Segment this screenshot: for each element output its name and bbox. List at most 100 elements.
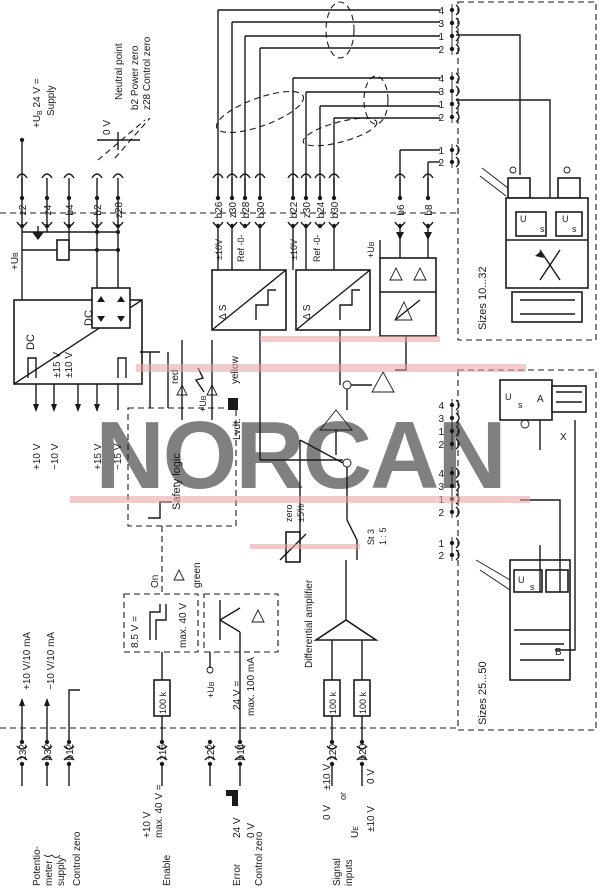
- pin-b30-top: b30: [254, 173, 267, 229]
- pin-z4-top: z4: [41, 173, 54, 229]
- connector-pin: 1: [438, 98, 460, 111]
- connector-pin: 1: [438, 30, 460, 43]
- svg-text:s: s: [572, 224, 577, 234]
- label-sizes-bottom: Sizes 25...50: [477, 661, 489, 725]
- connector-top-c: 12: [438, 144, 460, 169]
- connector-pin: 4: [438, 4, 460, 17]
- pin-label: b30: [256, 201, 267, 218]
- svg-text:+10 V: +10 V: [142, 811, 153, 838]
- svg-text:24 V =: 24 V =: [232, 681, 243, 710]
- svg-text:+UB: +UB: [198, 395, 208, 412]
- connector-number: 4: [438, 6, 444, 17]
- watermark-accent-low: [250, 544, 360, 549]
- svg-text:Ref -0-: Ref -0-: [236, 234, 246, 262]
- svg-text:Supply: Supply: [46, 85, 57, 116]
- svg-text:±10V: ±10V: [289, 239, 299, 260]
- pin-label: z30: [228, 202, 239, 219]
- watermark-text: NORCAN: [95, 402, 504, 509]
- pin-label: b28: [241, 201, 252, 218]
- svg-text:Potentio-: Potentio-: [32, 846, 43, 886]
- svg-text:UE: UE: [350, 826, 361, 838]
- connector-number: 2: [438, 508, 444, 519]
- pot-supply: +10 V/10 mA −10 V/10 mA: [19, 632, 80, 742]
- svg-text:U: U: [562, 214, 569, 224]
- connector-number: 2: [438, 551, 444, 562]
- label-lvdt: Lvdt.: [232, 418, 243, 440]
- svg-text:24 V: 24 V: [232, 817, 243, 838]
- svg-text:Control zero: Control zero: [72, 831, 83, 886]
- pin-label: z2: [18, 204, 29, 215]
- pin-label: b26: [214, 201, 225, 218]
- svg-text:+UB 24 V =: +UB 24 V =: [32, 78, 44, 128]
- valve-u-label: U: [520, 214, 527, 224]
- pin-label: b6: [396, 204, 407, 216]
- resistor-enable: 100 k: [153, 679, 171, 717]
- connector-pin: 2: [438, 549, 460, 562]
- label-green: green: [192, 562, 203, 588]
- connector-number: 1: [438, 100, 444, 111]
- enable-comparator: 8.5 V = max. 40 V On green: [123, 526, 203, 742]
- connector-number: 3: [438, 414, 444, 425]
- svg-text:100 k: 100 k: [158, 691, 168, 714]
- pin-label: z16: [158, 744, 169, 761]
- label-red: red: [170, 370, 181, 384]
- pin-b30-top: b30: [328, 173, 341, 229]
- connector-pin: 1: [438, 425, 460, 438]
- svg-text:z28 Control zero: z28 Control zero: [142, 36, 153, 110]
- connector-number: 4: [438, 469, 444, 480]
- svg-text:+10 V: +10 V: [32, 443, 43, 470]
- pin-label: b20: [358, 743, 369, 760]
- valve-bottom: U s U s B A X: [475, 379, 587, 681]
- label-a: A: [537, 394, 544, 405]
- svg-text:U: U: [505, 392, 512, 402]
- delta-s-block-b: Δ S: [295, 269, 371, 331]
- svg-text:100 k: 100 k: [328, 691, 338, 714]
- connector-number: 2: [438, 440, 444, 451]
- top-wires: [19, 1, 551, 330]
- svg-text:−10 V/10 mA: −10 V/10 mA: [46, 632, 57, 690]
- label-sizes-top: Sizes 10...32: [477, 266, 489, 330]
- svg-text:St 3: St 3: [366, 529, 376, 545]
- pin-z22-bottom: z22: [204, 739, 217, 786]
- svg-text:or: or: [338, 792, 348, 800]
- pin-b2-top: b2: [91, 173, 104, 229]
- error-output: +UB 24 V = max. 100 mA: [203, 593, 279, 742]
- svg-text:8.5 V =: 8.5 V =: [130, 616, 141, 648]
- svg-text:Signal: Signal: [332, 858, 343, 886]
- connector-number: 2: [438, 45, 444, 56]
- pin-b8-top: b8: [422, 173, 435, 229]
- connector-number: 1: [438, 32, 444, 43]
- svg-text:Differential amplifier: Differential amplifier: [304, 579, 315, 668]
- pin-label: b4: [65, 204, 76, 216]
- pin-z28-top: z28: [112, 173, 125, 229]
- supply-labels: +UB 24 V = Supply 0 V Neutral point b2 P…: [32, 36, 153, 135]
- pin-b20-bottom: b20: [356, 739, 369, 786]
- pin-label: b8: [424, 204, 435, 216]
- svg-text:+UB: +UB: [206, 681, 216, 698]
- resistor-signal-b: 100 k: [353, 679, 371, 717]
- svg-text:max. 40 V: max. 40 V: [178, 603, 189, 648]
- pin-b28-top: b28: [239, 173, 252, 229]
- label-b: B: [555, 647, 562, 658]
- connector-number: 1: [438, 427, 444, 438]
- svg-text:U: U: [518, 575, 525, 585]
- svg-text:Error: Error: [232, 863, 243, 886]
- pin-label: b24: [316, 201, 327, 218]
- pin-z30-top: z30: [300, 173, 313, 229]
- pin-b14-bottom: b14: [234, 739, 247, 786]
- delta-s-block-a: Δ S: [211, 269, 287, 331]
- connector-pin: 4: [438, 467, 460, 480]
- svg-text:+15 V: +15 V: [93, 443, 104, 470]
- dc-outputs: +10 V −10 V +15 V −15 V: [32, 384, 124, 470]
- connector-pin: 1: [438, 537, 460, 550]
- connector-number: 2: [438, 158, 444, 169]
- pin-label: b12: [65, 743, 76, 760]
- pin-b22-top: b22: [287, 173, 300, 229]
- pin-b4-top: b4: [63, 173, 76, 229]
- pin-label: b30: [330, 201, 341, 218]
- valve-s-label: s: [540, 224, 545, 234]
- pin-label: b32: [43, 743, 54, 760]
